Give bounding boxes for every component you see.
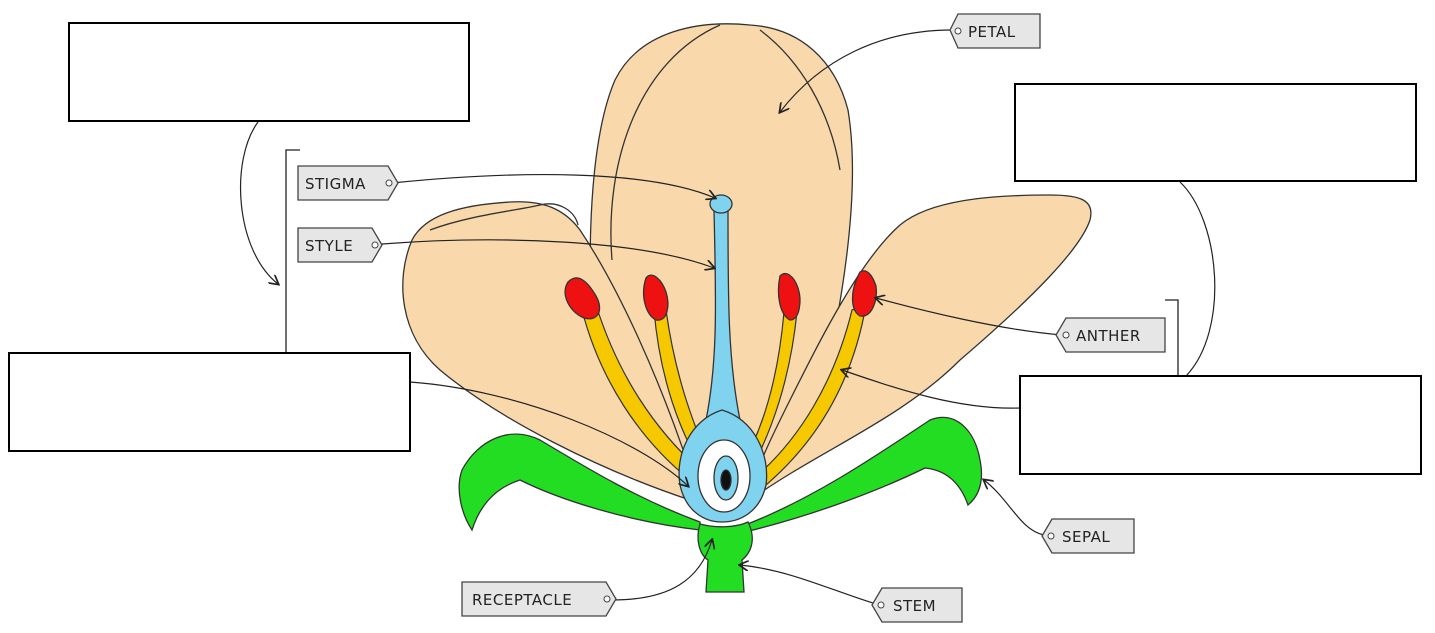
arrow-stem [740,565,876,604]
receptacle-stem [698,522,752,592]
label-anther: ANTHER [1076,327,1141,345]
blank-box-top-right[interactable] [1014,83,1417,182]
tag-stem: STEM [872,588,962,622]
tag-anther: ANTHER [1056,318,1165,352]
tag-receptacle: RECEPTACLE [462,582,616,616]
label-stigma: STIGMA [305,175,366,193]
label-receptacle: RECEPTACLE [472,591,572,609]
label-sepal: SEPAL [1062,528,1110,546]
blank-box-mid-left[interactable] [8,352,411,452]
tag-petal: PETAL [950,14,1040,48]
label-style: STYLE [305,237,353,255]
tag-stigma: STIGMA [298,166,398,200]
blank-box-mid-right[interactable] [1019,375,1422,475]
label-stem: STEM [893,597,936,615]
tag-style: STYLE [298,228,382,262]
label-petal: PETAL [968,23,1016,41]
arrow-sepal [984,480,1044,535]
blank-box-top-left[interactable] [68,22,470,122]
bracket-right [1165,300,1178,376]
arrow-top-right-box [1180,182,1215,376]
ovule-core [721,470,731,490]
tag-sepal: SEPAL [1042,519,1134,553]
arrow-receptacle [612,540,712,600]
arrow-top-left-box [241,122,278,284]
